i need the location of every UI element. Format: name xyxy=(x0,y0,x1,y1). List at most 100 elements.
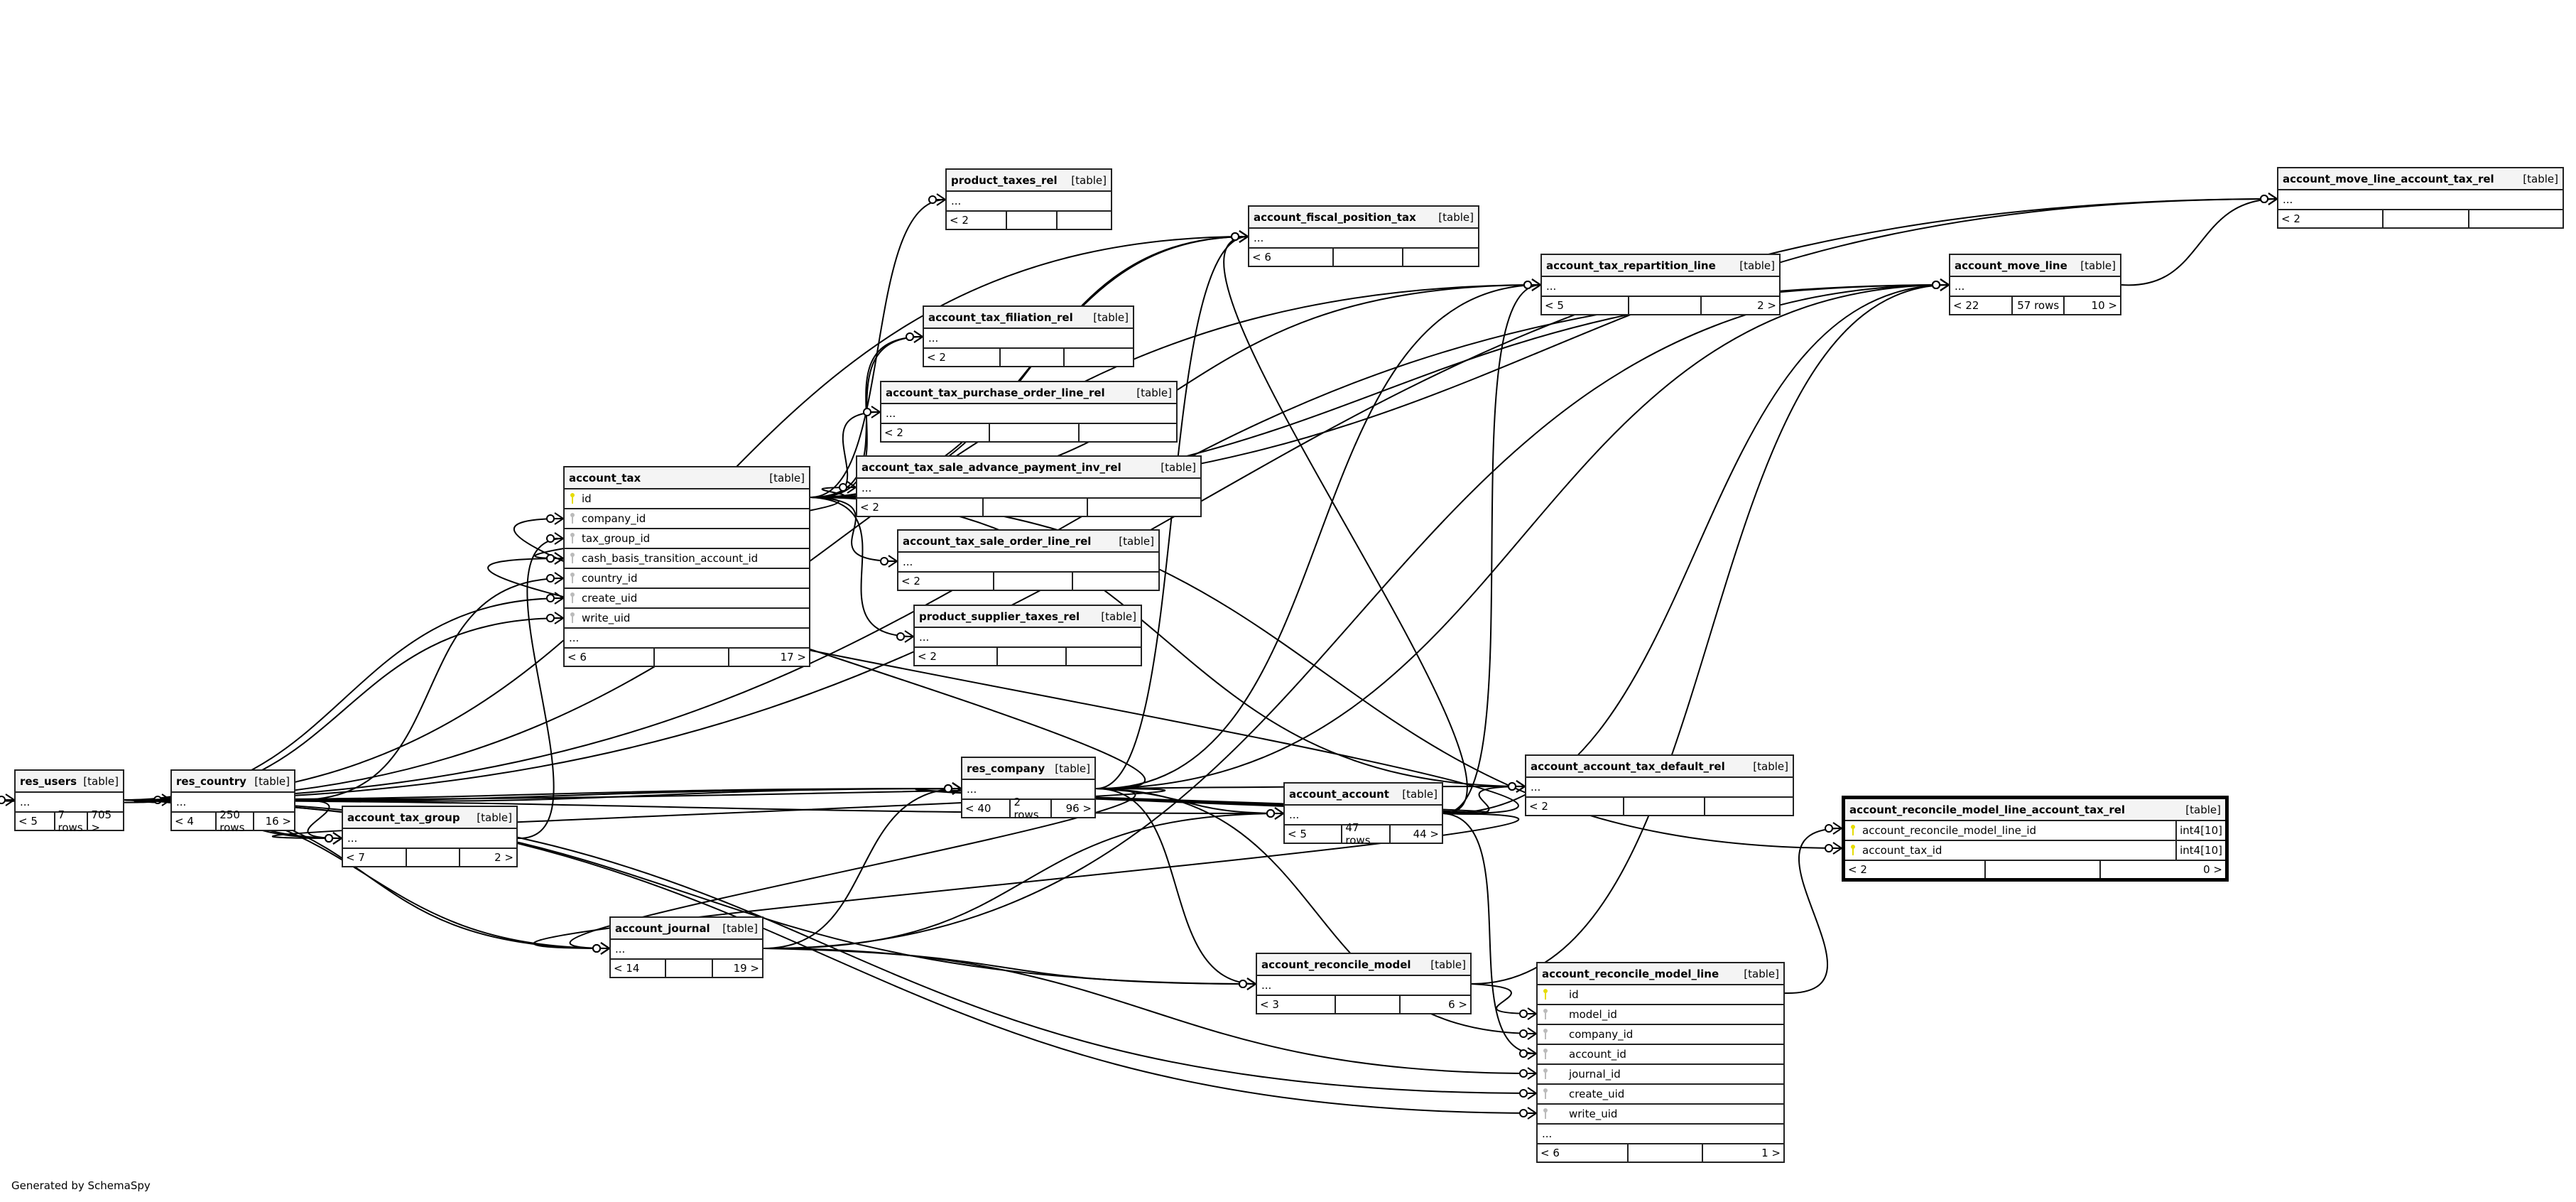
children-count[interactable] xyxy=(1078,424,1176,441)
column-name: create_uid xyxy=(1569,1088,1625,1100)
children-count[interactable]: 0 > xyxy=(2099,861,2225,878)
children-count[interactable] xyxy=(1086,499,1200,516)
parents-count[interactable]: < 2 xyxy=(918,650,937,663)
children-count[interactable]: 44 > xyxy=(1389,825,1442,843)
row-count xyxy=(1626,1144,1702,1162)
children-count[interactable] xyxy=(1063,349,1133,366)
column-row[interactable]: account_id xyxy=(1538,1044,1783,1063)
table-name[interactable]: account_reconcile_model_line_account_tax… xyxy=(1849,803,2126,816)
table-name[interactable]: product_supplier_taxes_rel xyxy=(919,610,1080,623)
parents-count[interactable]: < 6 xyxy=(1252,251,1271,264)
column-row[interactable]: write_uid xyxy=(565,607,809,627)
column-name: company_id xyxy=(1569,1028,1634,1041)
parents-count[interactable]: < 3 xyxy=(1260,998,1279,1011)
primary-key-icon xyxy=(1542,988,1549,1001)
column-row[interactable]: tax_group_id xyxy=(565,528,809,548)
column-row[interactable]: id xyxy=(565,488,809,508)
parents-count[interactable]: < 40 xyxy=(965,802,991,815)
children-count[interactable]: 19 > xyxy=(711,960,762,977)
parents-count[interactable]: < 5 xyxy=(1545,299,1564,312)
children-count[interactable] xyxy=(1056,212,1111,229)
more-columns-row: ... xyxy=(172,791,294,811)
column-row[interactable]: company_id xyxy=(1538,1024,1783,1044)
table-name[interactable]: account_tax_repartition_line xyxy=(1546,259,1716,272)
table-name[interactable]: account_reconcile_model_line xyxy=(1542,967,1719,980)
children-count[interactable] xyxy=(1072,573,1158,590)
table-name[interactable]: account_move_line_account_tax_rel xyxy=(2283,172,2494,185)
parents-count[interactable]: < 6 xyxy=(567,651,587,664)
children-count[interactable] xyxy=(2468,210,2563,227)
children-count[interactable]: 16 > xyxy=(253,813,294,830)
column-row[interactable]: cash_basis_transition_account_id xyxy=(565,548,809,568)
relationship-edge xyxy=(810,193,946,498)
table-header: account_tax_group[table] xyxy=(343,807,516,828)
table-type-label: [table] xyxy=(2523,172,2558,185)
parents-count[interactable]: < 5 xyxy=(18,815,38,828)
table-name[interactable]: account_tax_sale_order_line_rel xyxy=(903,534,1092,548)
column-row[interactable]: create_uid xyxy=(1538,1083,1783,1103)
parents-count[interactable]: < 2 xyxy=(860,501,879,514)
parents-count[interactable]: < 2 xyxy=(950,214,969,227)
row-count: 2 rows xyxy=(1009,796,1050,821)
table-name[interactable]: account_reconcile_model xyxy=(1261,958,1411,971)
column-row[interactable]: company_id xyxy=(565,508,809,528)
table-name[interactable]: account_account xyxy=(1289,787,1389,801)
table-name[interactable]: account_fiscal_position_tax xyxy=(1254,210,1416,224)
children-count[interactable]: 1 > xyxy=(1702,1144,1783,1162)
parents-count[interactable]: < 2 xyxy=(927,351,946,364)
more-columns-row: ... xyxy=(1249,227,1478,247)
column-row[interactable]: model_id xyxy=(1538,1004,1783,1024)
children-count[interactable]: 17 > xyxy=(727,649,809,666)
table-name[interactable]: account_move_line xyxy=(1955,259,2067,272)
parents-count[interactable]: < 2 xyxy=(1529,800,1548,813)
table-name[interactable]: account_journal xyxy=(615,921,710,935)
table-name[interactable]: account_tax_filiation_rel xyxy=(928,310,1073,324)
table-name[interactable]: account_account_tax_default_rel xyxy=(1531,759,1725,773)
column-name: tax_group_id xyxy=(582,532,651,545)
column-row[interactable]: country_id xyxy=(565,568,809,588)
table-name[interactable]: account_tax_group xyxy=(347,811,460,824)
relationship-edge xyxy=(810,497,898,568)
table-name[interactable]: product_taxes_rel xyxy=(951,173,1058,187)
children-count[interactable] xyxy=(1401,249,1478,266)
children-count[interactable]: 705 > xyxy=(87,808,123,834)
parents-count[interactable]: < 2 xyxy=(884,426,903,439)
table-name[interactable]: account_tax xyxy=(569,471,641,484)
relationship-edge xyxy=(810,497,1842,855)
children-count[interactable]: 10 > xyxy=(2063,297,2120,314)
table-name[interactable]: res_company xyxy=(967,762,1045,775)
children-count[interactable]: 6 > xyxy=(1399,996,1470,1013)
children-count[interactable]: 2 > xyxy=(1700,297,1779,314)
table-product-supplier-taxes-rel: product_supplier_taxes_rel[table]...< 2 xyxy=(913,605,1142,666)
column-name: create_uid xyxy=(582,592,638,605)
parents-count[interactable]: < 6 xyxy=(1540,1147,1560,1159)
parents-count[interactable]: < 7 xyxy=(346,851,365,864)
parents-count[interactable]: < 14 xyxy=(614,962,640,975)
parents-count[interactable]: < 2 xyxy=(901,575,920,588)
parents-count[interactable]: < 2 xyxy=(2281,212,2300,225)
table-name[interactable]: account_tax_purchase_order_line_rel xyxy=(886,386,1105,399)
foreign-key-icon xyxy=(569,592,576,605)
children-count[interactable] xyxy=(1065,648,1141,665)
foreign-key-icon xyxy=(569,532,576,545)
column-row[interactable]: write_uid xyxy=(1538,1103,1783,1123)
table-name[interactable]: res_users xyxy=(20,774,77,788)
children-count[interactable]: 96 > xyxy=(1050,800,1094,817)
table-name[interactable]: res_country xyxy=(176,774,246,788)
children-count[interactable] xyxy=(1704,798,1793,815)
parents-count[interactable]: < 4 xyxy=(175,815,194,828)
column-name: model_id xyxy=(1569,1008,1617,1021)
relationship-edge xyxy=(517,532,564,840)
column-row[interactable]: create_uid xyxy=(565,588,809,607)
parents-count[interactable]: < 22 xyxy=(1953,299,1979,312)
parents-count[interactable]: < 2 xyxy=(1848,863,1867,876)
column-row[interactable]: id xyxy=(1538,984,1783,1004)
table-name[interactable]: account_tax_sale_advance_payment_inv_rel xyxy=(862,460,1121,474)
children-count[interactable]: 2 > xyxy=(458,849,516,866)
parents-count[interactable]: < 5 xyxy=(1288,828,1307,840)
column-row[interactable]: journal_id xyxy=(1538,1063,1783,1083)
